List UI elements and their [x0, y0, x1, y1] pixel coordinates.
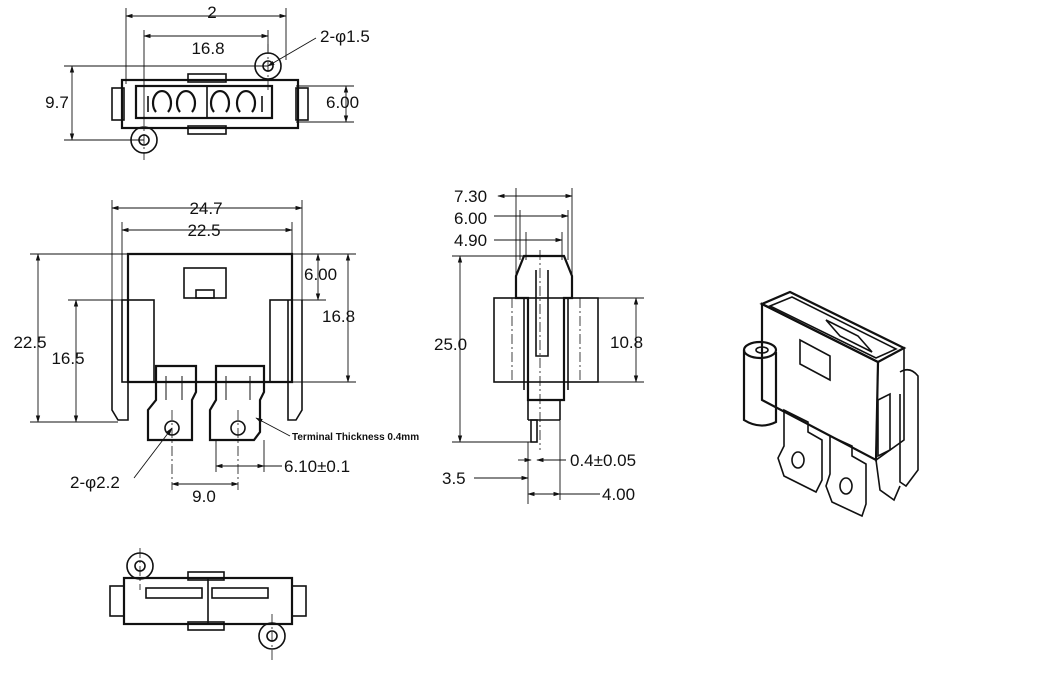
dim-top-depth: 6.00: [326, 93, 359, 112]
dim-side-pin-thk: 0.4±0.05: [570, 451, 636, 470]
dim-front-body: 16.8: [322, 307, 355, 326]
dim-top-hole: 2-φ1.5: [320, 27, 370, 46]
dim-front-outer: 24.7: [189, 199, 222, 218]
dim-side-wing: 10.8: [610, 333, 643, 352]
dim-side-pin-off: 4.00: [602, 485, 635, 504]
dim-side-pin-len: 3.5: [442, 469, 466, 488]
dim-front-pitch: 9.0: [192, 487, 216, 506]
top-view: 2 16.8 2-φ1.5 9.7 6.00: [45, 3, 370, 160]
dim-front-tab: 6.10±0.1: [284, 457, 350, 476]
front-view: 24.7 22.5 6.00 16.8 22.5 16.5 2-φ2.2 9.0: [13, 199, 419, 506]
dim-front-slot: 6.00: [304, 265, 337, 284]
dim-side-w3: 4.90: [454, 231, 487, 250]
isometric-view: [742, 290, 919, 518]
dim-side-height: 25.0: [434, 335, 467, 354]
dim-front-hole: 2-φ2.2: [70, 473, 120, 492]
dim-front-total: 22.5: [13, 333, 46, 352]
dim-front-inner: 22.5: [187, 221, 220, 240]
bottom-view: [109, 548, 307, 660]
terminal-note: Terminal Thickness 0.4mm: [292, 432, 419, 443]
dim-top-width: 2: [207, 3, 216, 22]
dim-side-w2: 6.00: [454, 209, 487, 228]
dim-side-w1: 7.30: [454, 187, 487, 206]
dim-top-height: 9.7: [45, 93, 69, 112]
side-view: 7.30 6.00 4.90 25.0 10.8 3.5 0.4±0.05 4.…: [434, 187, 644, 504]
dim-top-inner: 16.8: [191, 39, 224, 58]
dim-front-side: 16.5: [51, 349, 84, 368]
